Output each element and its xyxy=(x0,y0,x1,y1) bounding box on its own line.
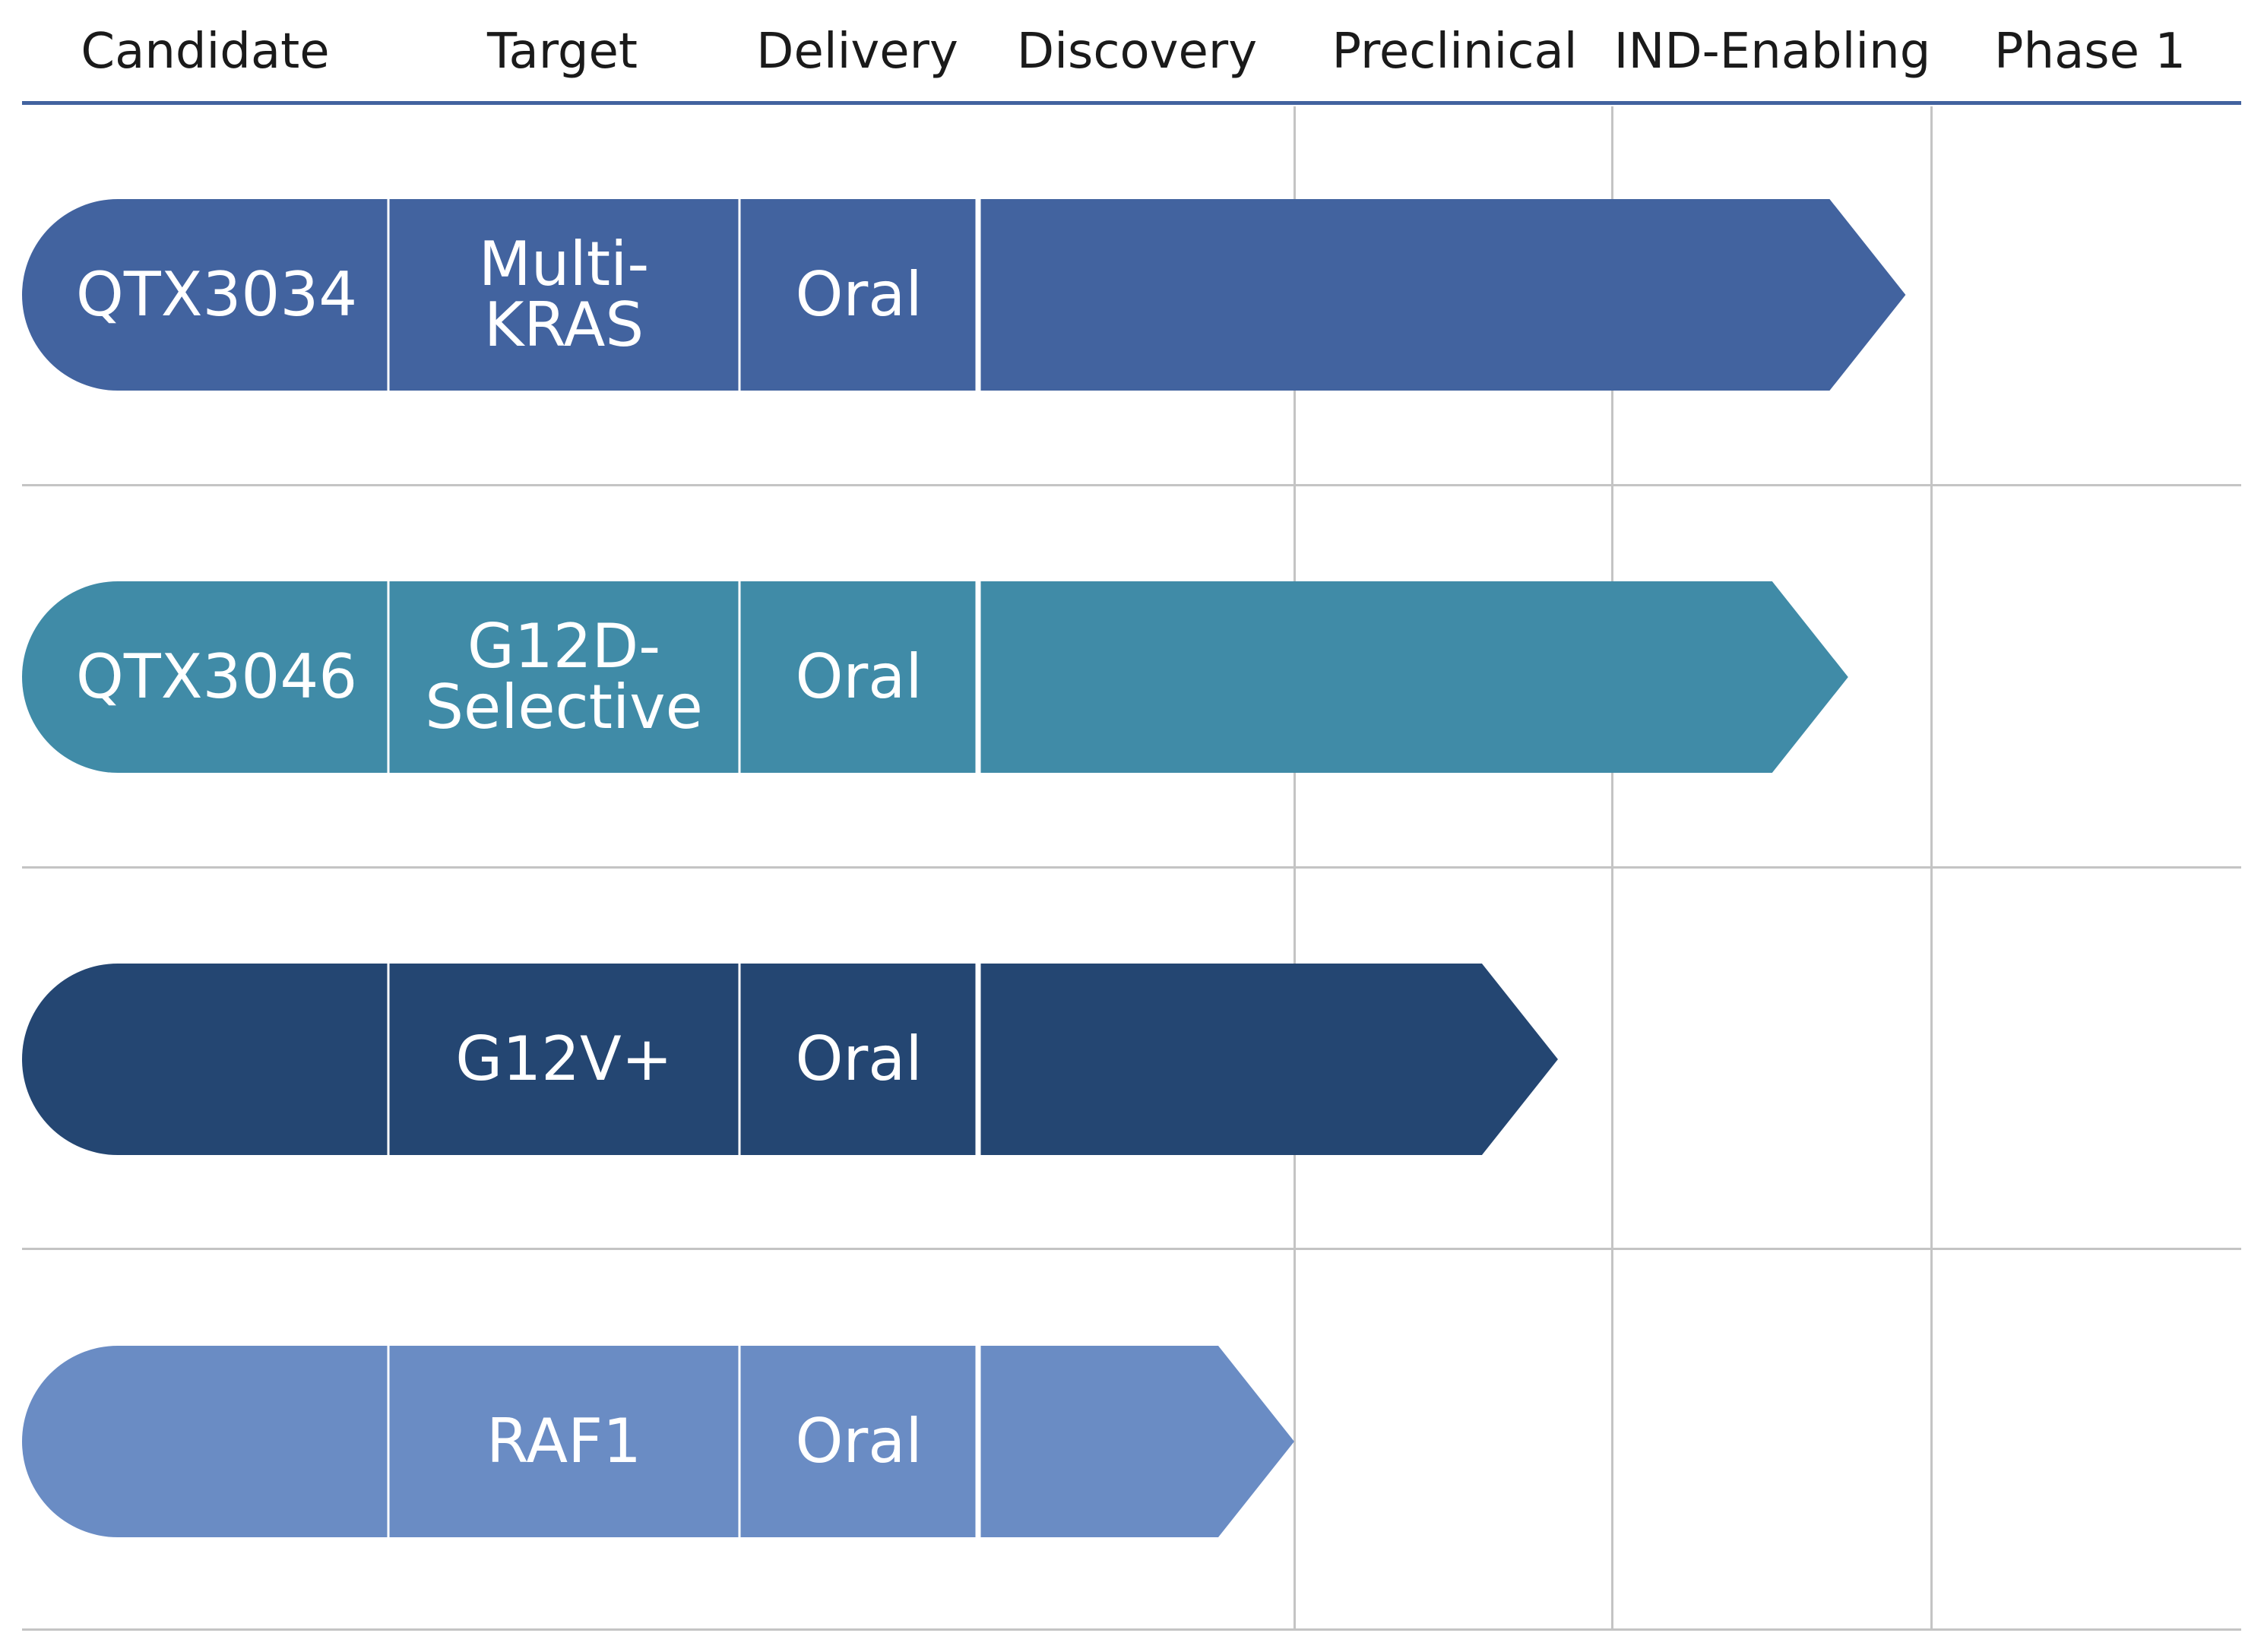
program-target-label: RAF1 xyxy=(486,1406,641,1476)
program-bar-2 xyxy=(22,581,1848,773)
cell-divider xyxy=(387,199,390,391)
program-bar-3 xyxy=(22,964,1558,1155)
column-header-ind-enabling: IND-Enabling xyxy=(1613,24,1931,80)
stage-gridline xyxy=(1293,106,1296,1631)
cell-divider xyxy=(387,581,390,773)
program-candidate-label xyxy=(52,964,381,1155)
program-delivery-label: Oral xyxy=(795,1024,923,1094)
row-separator xyxy=(22,866,2241,869)
program-candidate-label xyxy=(52,1346,381,1537)
row-separator xyxy=(22,1248,2241,1250)
row-separator xyxy=(22,484,2241,486)
cell-divider xyxy=(975,964,981,1155)
cell-divider xyxy=(738,1346,741,1537)
cell-divider xyxy=(387,1346,390,1537)
progress-arrow xyxy=(22,964,1558,1155)
column-header-discovery: Discovery xyxy=(1016,24,1258,80)
progress-arrow xyxy=(22,581,1848,773)
column-header-candidate: Candidate xyxy=(81,24,330,80)
program-delivery-label: Oral xyxy=(795,641,923,712)
progress-arrow xyxy=(22,199,1906,391)
stage-gridline xyxy=(1611,106,1613,1631)
program-bar-1 xyxy=(22,199,1906,391)
cell-divider xyxy=(975,199,981,391)
row-separator xyxy=(22,1628,2241,1631)
program-delivery-label: Oral xyxy=(795,259,923,330)
cell-divider xyxy=(975,1346,981,1537)
column-header-delivery: Delivery xyxy=(756,24,958,80)
program-target-label: Multi- KRAS xyxy=(478,229,650,360)
column-header-preclinical: Preclinical xyxy=(1331,24,1578,80)
stage-gridline xyxy=(1930,106,1933,1631)
program-delivery-label: Oral xyxy=(795,1406,923,1476)
cell-divider xyxy=(738,581,741,773)
program-bar-4 xyxy=(22,1346,1294,1537)
header-rule xyxy=(22,101,2241,105)
cell-divider xyxy=(738,964,741,1155)
cell-divider xyxy=(975,581,981,773)
column-header-phase-1: Phase 1 xyxy=(1993,24,2186,80)
column-header-target: Target xyxy=(487,24,638,80)
program-target-label: G12D- Selective xyxy=(425,611,703,742)
program-candidate-label: QTX3046 xyxy=(75,641,358,712)
program-candidate-label: QTX3034 xyxy=(75,259,358,330)
cell-divider xyxy=(387,964,390,1155)
cell-divider xyxy=(738,199,741,391)
program-target-label: G12V+ xyxy=(455,1024,673,1094)
